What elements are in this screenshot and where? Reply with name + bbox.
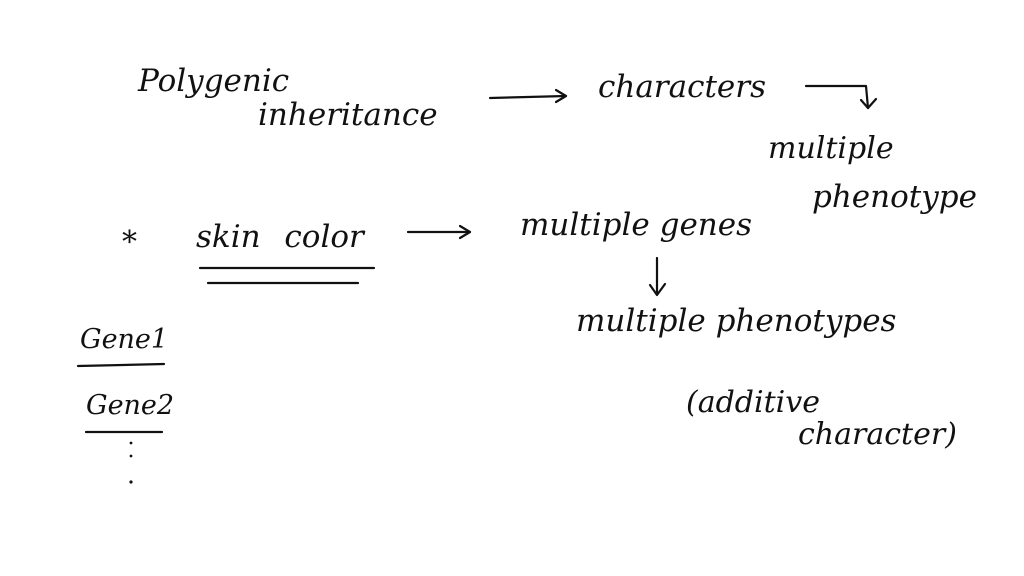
multiple-label: multiple [768, 131, 894, 166]
gene1-label: Gene1 [80, 324, 169, 355]
inheritance-label: inheritance [258, 97, 438, 133]
right-arrow-icon [406, 224, 472, 240]
gene1-underline [76, 362, 166, 368]
polygenic-label: Polygenic [138, 63, 290, 99]
gene2-label: Gene2 [86, 390, 175, 421]
elbow-down-arrow-icon [804, 84, 878, 110]
right-arrow-icon [488, 88, 568, 104]
additive-label: (additive [686, 385, 820, 420]
bullet-asterisk: * [122, 225, 137, 260]
character-label: character) [798, 417, 957, 452]
skin-color-label: skin color [196, 219, 364, 255]
down-arrow-icon [648, 256, 667, 297]
continuation-dots [129, 441, 133, 484]
phenotype-label: phenotype [812, 179, 977, 215]
multiple-phenotypes-label: multiple phenotypes [576, 303, 897, 339]
double-underline [198, 266, 376, 285]
characters-label: characters [598, 69, 767, 105]
multiple-genes-label: multiple genes [520, 207, 753, 243]
